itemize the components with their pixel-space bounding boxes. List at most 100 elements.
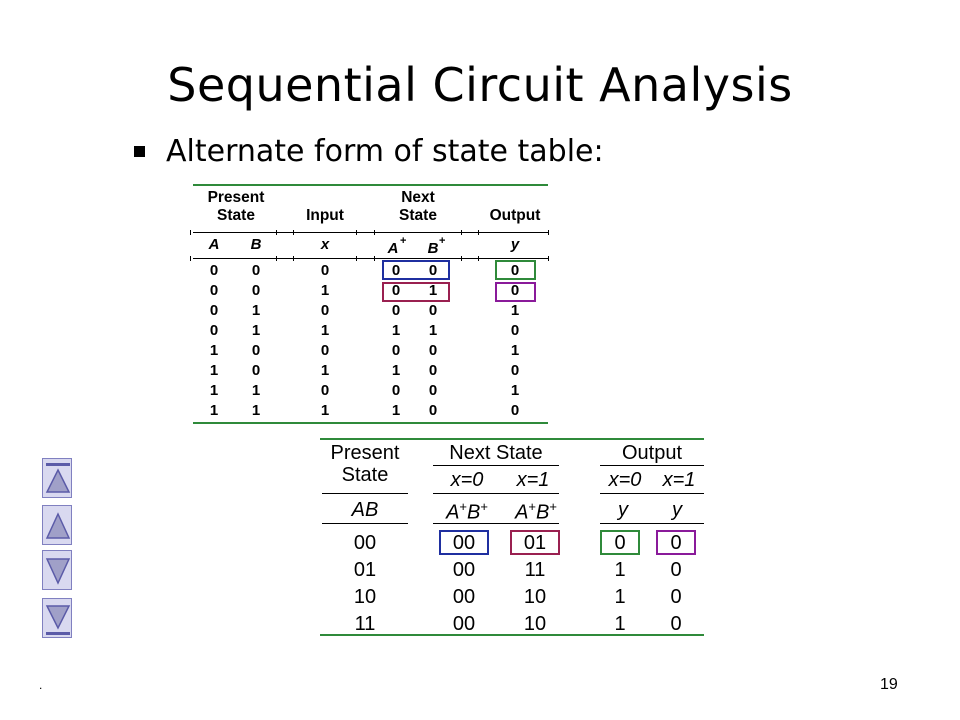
table2-cell: 0 <box>670 559 682 581</box>
table1-cell: 0 <box>510 322 520 339</box>
table1-tick <box>293 256 294 261</box>
table1-tick <box>293 230 294 235</box>
table2-var-y-x0: y <box>618 499 628 521</box>
table1-cell: 1 <box>251 302 261 319</box>
table2-cell: 00 <box>452 586 476 608</box>
table2-present-header: Present State <box>322 442 408 486</box>
first-slide-button[interactable] <box>42 458 72 498</box>
table2-header-rule <box>600 493 704 494</box>
table1-tick <box>190 230 191 235</box>
last-slide-icon <box>45 605 71 635</box>
table2-cell: 01 <box>523 532 547 554</box>
highlight-box-green <box>600 530 640 555</box>
table1-present-header: Present State <box>193 189 279 225</box>
table1-tick <box>374 256 375 261</box>
table1-var-rule <box>193 258 548 259</box>
table2-cell: 0 <box>670 586 682 608</box>
table2-var-rule <box>433 523 559 524</box>
table2-var-next-x0: A+B+ <box>446 499 488 524</box>
var-b-next: B <box>427 240 439 257</box>
table1-cell: 0 <box>251 262 261 279</box>
var-a-next: A <box>387 240 399 257</box>
table2-header-rule <box>433 493 559 494</box>
table2-var-rule <box>322 523 408 524</box>
table2-output-x0: x=0 <box>608 469 642 491</box>
superscript-plus: + <box>439 235 446 247</box>
table1-cell: 1 <box>251 402 261 419</box>
highlight-box-maroon <box>382 282 450 302</box>
table1-cell: 1 <box>391 362 401 379</box>
table1-cell: 1 <box>391 322 401 339</box>
table1-tick <box>374 230 375 235</box>
var-y: y <box>510 236 520 253</box>
table2-next-state-header: Next State <box>449 442 543 464</box>
table1-bottom-rule <box>193 422 548 424</box>
table1-cell: 0 <box>391 302 401 319</box>
table2-next-x1: x=1 <box>516 469 550 491</box>
table1-cell: 0 <box>510 262 520 279</box>
table2-cell: 00 <box>452 559 476 581</box>
table1-next-header: Next State <box>375 189 461 225</box>
table1-cell: 0 <box>510 282 520 299</box>
table1-cell: 0 <box>428 382 438 399</box>
table2-top-rule <box>320 438 704 440</box>
first-slide-icon <box>45 463 71 493</box>
previous-slide-button[interactable] <box>42 505 72 545</box>
table1-cell: 1 <box>428 322 438 339</box>
table2-cell: 10 <box>523 586 547 608</box>
superscript-plus: + <box>400 235 407 247</box>
table1-cell: 0 <box>251 342 261 359</box>
table1-cell: 1 <box>510 302 520 319</box>
table1-cell: 0 <box>391 262 401 279</box>
table1-cell: 0 <box>209 282 219 299</box>
table2-cell: 11 <box>354 613 376 635</box>
table1-cell: 0 <box>428 302 438 319</box>
table1-cell: 0 <box>428 402 438 419</box>
slide-title: Sequential Circuit Analysis <box>167 58 793 112</box>
table1-tick <box>356 230 357 235</box>
table2-var-rule <box>600 523 704 524</box>
header-line: Present <box>330 442 400 464</box>
next-slide-button[interactable] <box>42 550 72 590</box>
table1-tick <box>461 230 462 235</box>
table2-cell: 11 <box>524 559 546 581</box>
table1-cell: 1 <box>391 402 401 419</box>
table2-header-rule <box>322 493 408 494</box>
header-line: State <box>399 207 437 224</box>
table1-cell: 1 <box>320 322 330 339</box>
table1-tick <box>548 230 549 235</box>
table1-cell: 0 <box>209 302 219 319</box>
table1-top-rule <box>193 184 548 186</box>
table2-cell: 00 <box>452 613 476 635</box>
table2-next-subrule <box>433 465 559 466</box>
table1-cell: 0 <box>320 302 330 319</box>
table1-cell: 0 <box>209 322 219 339</box>
highlight-box-green <box>495 260 536 280</box>
table1-cell: 1 <box>320 402 330 419</box>
table1-tick <box>478 230 479 235</box>
table1-tick <box>461 256 462 261</box>
table1-cell: 0 <box>391 382 401 399</box>
table1-cell: 1 <box>209 402 219 419</box>
slide-number: 19 <box>880 676 898 693</box>
table2-var-y-x1: y <box>672 499 682 521</box>
table1-tick <box>276 256 277 261</box>
table2-output-x1: x=1 <box>662 469 696 491</box>
header-line: Present <box>207 189 265 206</box>
table2-cell: 00 <box>353 532 377 554</box>
highlight-box-blue <box>439 530 489 555</box>
table1-cell: 0 <box>391 282 401 299</box>
table1-cell: 0 <box>391 342 401 359</box>
table2-cell: 0 <box>670 532 682 554</box>
table1-tick <box>356 256 357 261</box>
last-slide-button[interactable] <box>42 598 72 638</box>
table1-tick <box>478 256 479 261</box>
bullet-text: Alternate form of state table: <box>166 134 604 169</box>
table1-cell: 1 <box>320 362 330 379</box>
table1-cell: 1 <box>510 342 520 359</box>
table2-cell: 10 <box>523 613 547 635</box>
footer-dot: . <box>39 678 43 692</box>
table1-cell: 0 <box>428 262 438 279</box>
table1-cell: 0 <box>320 262 330 279</box>
table1-cell: 0 <box>510 362 520 379</box>
